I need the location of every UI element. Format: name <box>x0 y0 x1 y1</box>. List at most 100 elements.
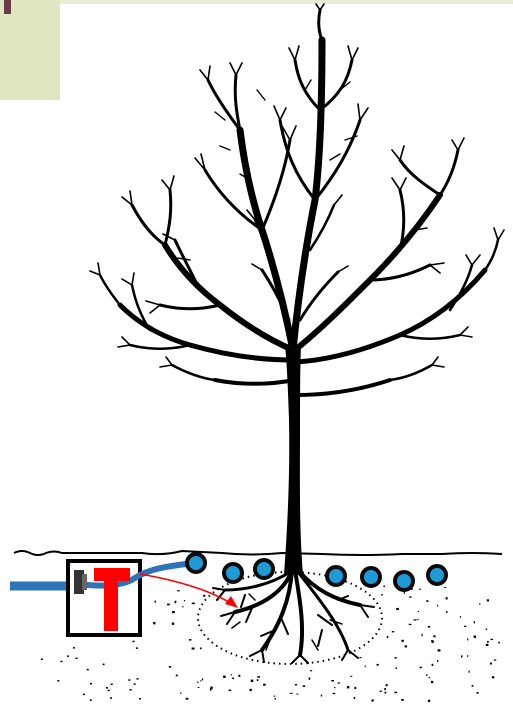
soil-speck <box>446 611 448 613</box>
soil-speck <box>396 607 399 611</box>
soil-speck <box>419 666 422 669</box>
soil-speck <box>463 625 467 627</box>
drip-emitter-icon <box>325 565 347 587</box>
soil-speck <box>200 680 202 682</box>
soil-speck <box>75 657 78 659</box>
soil-speck <box>107 689 110 692</box>
soil-speck <box>106 687 108 689</box>
soil-speck <box>135 647 138 649</box>
fitting-body <box>74 570 84 594</box>
soil-speck <box>183 600 186 602</box>
fitting-collar <box>82 574 87 590</box>
soil-speck <box>381 594 383 596</box>
soil-speck <box>444 587 447 589</box>
soil-speck <box>403 591 405 594</box>
soil-speck <box>354 686 357 690</box>
soil-speck <box>154 600 156 603</box>
soil-speck <box>445 597 448 600</box>
soil-speck <box>191 647 195 650</box>
soil-speck <box>437 660 439 662</box>
soil-speck <box>371 699 374 702</box>
red-flow-arrow-icon <box>139 573 238 608</box>
soil-speck <box>232 677 234 680</box>
soil-speck <box>487 641 489 643</box>
soil-speck <box>294 684 298 686</box>
soil-speck <box>256 679 259 681</box>
soil-speck <box>289 692 293 694</box>
soil-speck <box>171 622 175 625</box>
soil-speck <box>384 688 386 691</box>
soil-speck <box>310 670 313 672</box>
soil-speck <box>468 670 470 673</box>
soil-speck <box>210 686 213 689</box>
soil-speck <box>353 697 356 700</box>
ground-line <box>13 549 503 556</box>
soil-speck <box>385 684 388 687</box>
soil-speck <box>384 691 387 694</box>
soil-speck <box>467 638 469 641</box>
soil-speck <box>376 663 379 666</box>
soil-speck <box>89 699 92 701</box>
soil-speck <box>428 676 431 679</box>
drip-emitters <box>185 552 448 592</box>
soil-speck <box>395 667 398 669</box>
tree-trunk <box>284 345 303 575</box>
soil-speck <box>177 590 180 592</box>
soil-speck <box>249 688 252 692</box>
soil-speck <box>459 616 461 618</box>
soil-speck <box>102 663 105 666</box>
soil-speck <box>274 698 276 700</box>
soil-speck <box>128 679 131 681</box>
soil-speck <box>257 676 261 678</box>
soil-speck <box>167 603 170 606</box>
soil-speck <box>175 674 178 677</box>
pipe-fitting <box>74 570 87 594</box>
top-strip <box>60 0 513 4</box>
soil-speck <box>409 596 412 598</box>
soil-speck <box>431 663 434 666</box>
soil-speck <box>153 622 156 625</box>
soil-speck <box>136 678 139 680</box>
soil-speck <box>486 599 489 602</box>
soil-speck <box>331 680 334 682</box>
soil-speck <box>197 687 200 688</box>
soil-speck <box>431 680 434 684</box>
soil-speck <box>191 602 195 605</box>
soil-speck <box>485 628 488 631</box>
soil-speck <box>110 697 112 699</box>
soil-speck <box>417 610 420 612</box>
soil-speck <box>404 645 407 648</box>
drip-emitter-icon <box>253 558 275 580</box>
soil-speck <box>498 641 500 644</box>
soil-speck <box>72 647 75 649</box>
drip-emitter-icon <box>426 564 448 586</box>
soil-speck <box>320 694 323 697</box>
soil-speck <box>391 631 395 633</box>
soil-speck <box>401 639 404 642</box>
soil-speck <box>180 692 182 694</box>
drip-emitter-icon <box>393 570 415 592</box>
soil-speck <box>228 689 232 691</box>
soil-speck <box>386 635 389 638</box>
soil-speck <box>40 658 43 660</box>
tree-roots <box>212 568 375 664</box>
soil-speck <box>426 600 429 602</box>
soil-speck <box>479 603 481 605</box>
soil-speck <box>203 594 206 597</box>
corner-tab-mark <box>4 0 11 14</box>
soil-speck <box>82 693 85 696</box>
tree-crown <box>89 3 505 397</box>
soil-speck <box>437 649 441 652</box>
soil-speck <box>476 692 479 694</box>
soil-speck <box>182 605 184 608</box>
soil-speck <box>394 657 397 659</box>
soil-speck <box>210 688 212 691</box>
soil-speck <box>401 699 404 701</box>
t-shaped-valve-icon <box>94 568 130 631</box>
drip-emitter-icon <box>185 552 207 574</box>
soil-speck <box>473 635 476 638</box>
soil-speck <box>196 681 199 683</box>
soil-speck <box>263 683 266 686</box>
